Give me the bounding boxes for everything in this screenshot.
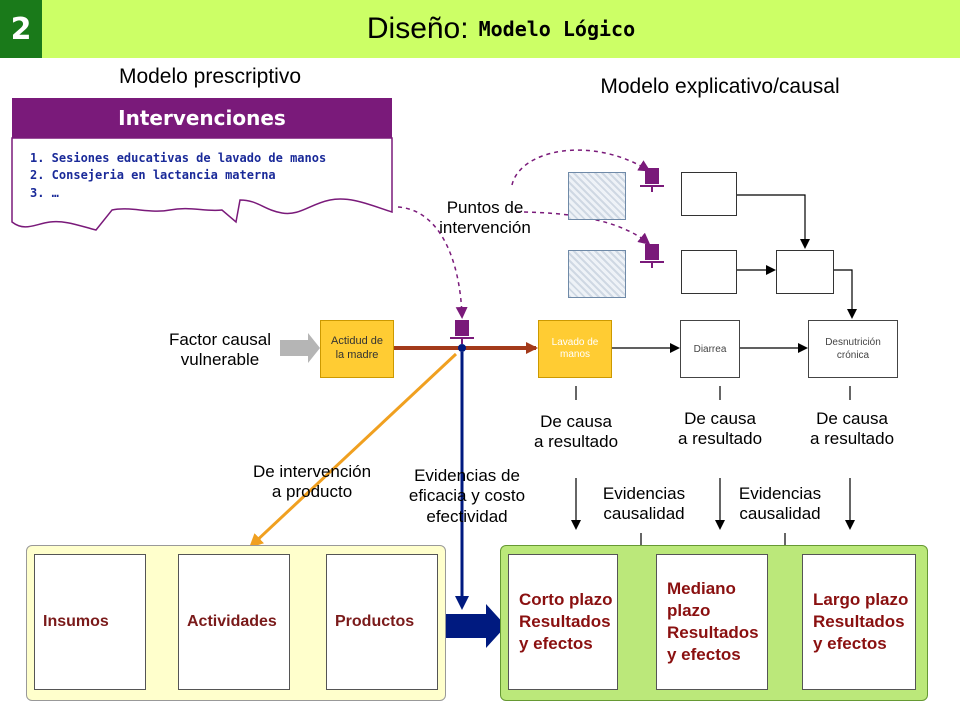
intervention-item: 3. … xyxy=(30,185,59,200)
stage-productos: Productos xyxy=(326,554,438,690)
page-title: Diseño: Modelo Lógico xyxy=(42,0,960,58)
pin-bottom xyxy=(450,320,474,344)
intervention-item: 1. Sesiones educativas de lavado de mano… xyxy=(30,151,327,165)
causa-resultado-label-1: De causa a resultado xyxy=(533,412,619,452)
intervention-item: 2. Consejeria en lactancia materna xyxy=(30,168,276,183)
stage-largo-plazo: Largo plazo Resultados y efectos xyxy=(802,554,916,690)
dashed-connector-middle xyxy=(515,211,651,245)
hatched-box-top xyxy=(568,172,626,220)
stage-mediano-plazo: Mediano plazo Resultados y efectos xyxy=(656,554,768,690)
diarrea-box: Diarrea xyxy=(680,320,740,378)
intervencion-producto-label: De intervención a producto xyxy=(252,462,372,502)
pin-top xyxy=(640,168,664,192)
interventions-callout-body xyxy=(11,137,393,231)
tree-box-top xyxy=(681,172,737,216)
slide-number-badge: 2 xyxy=(0,0,42,58)
tree-box-right xyxy=(776,250,834,294)
factor-causal-arrow xyxy=(280,333,320,363)
causa-resultado-label-3: De causa a resultado xyxy=(809,409,895,449)
eficacia-label: Evidencias de eficacia y costo efectivid… xyxy=(408,466,526,526)
title-main: Diseño: xyxy=(366,12,469,45)
dashed-connector-top xyxy=(511,149,651,186)
evidencias-causalidad-label-1: Evidencias causalidad xyxy=(602,484,686,524)
tree-line-down xyxy=(832,269,857,319)
stage-actividades: Actividades xyxy=(178,554,290,690)
hatched-box-bottom xyxy=(568,250,626,298)
puntos-intervencion-label: Puntos de intervención xyxy=(439,198,531,238)
factor-causal-label: Factor causal vulnerable xyxy=(168,330,272,370)
interventions-list: 1. Sesiones educativas de lavado de mano… xyxy=(30,150,326,202)
title-sub: Modelo Lógico xyxy=(478,17,636,41)
panel-transition-arrow xyxy=(446,604,506,648)
intervention-dot xyxy=(458,344,466,352)
header-bar xyxy=(0,0,960,58)
stage-insumos: Insumos xyxy=(34,554,146,690)
causa-resultado-label-2: De causa a resultado xyxy=(677,409,763,449)
pin-middle xyxy=(640,244,664,268)
stage-corto-plazo: Corto plazo Resultados y efectos xyxy=(508,554,618,690)
prescriptive-title: Modelo prescriptivo xyxy=(118,65,302,88)
evidencias-causalidad-label-2: Evidencias causalidad xyxy=(738,484,822,524)
tree-line-top xyxy=(735,194,810,249)
interventions-header: Intervenciones xyxy=(12,98,392,138)
tree-box-mid xyxy=(681,250,737,294)
intervencion-producto-arrow xyxy=(249,352,458,548)
explicative-title: Modelo explicativo/causal xyxy=(600,75,840,98)
